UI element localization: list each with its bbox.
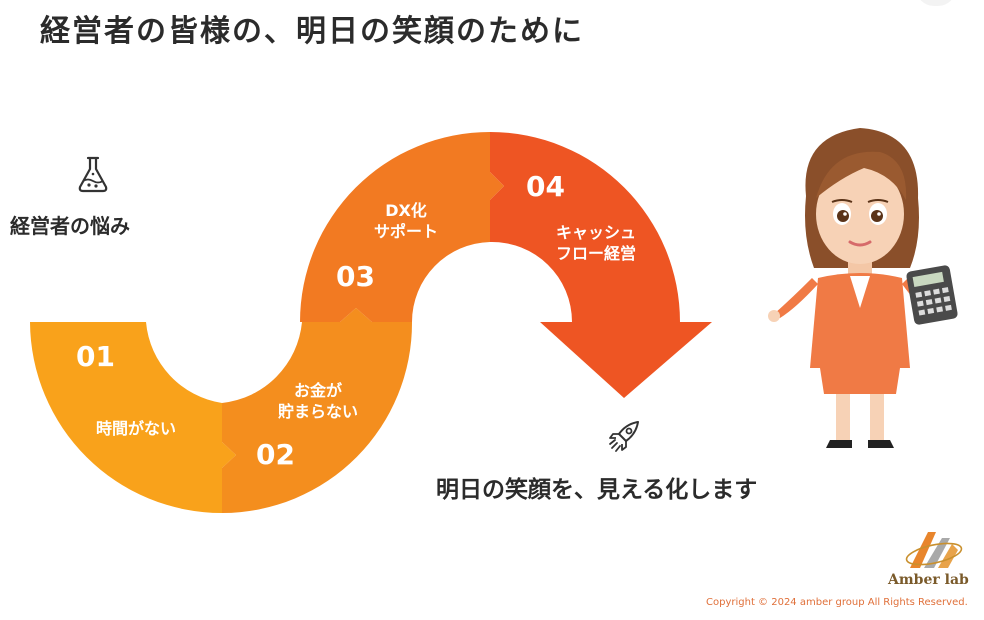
step-04-number: 04 [526, 170, 565, 203]
goal-text: 明日の笑顔を、見える化します [436, 477, 758, 503]
step-04-label: キャッシュ フロー経営 [556, 222, 636, 264]
segment-04 [490, 132, 712, 398]
step-02-line-2: 貯まらない [278, 402, 359, 421]
amber-lab-logo-icon [905, 532, 963, 568]
rocket-icon [609, 421, 639, 452]
segment-03 [300, 132, 504, 322]
step-04-line-1: キャッシュ [556, 223, 637, 242]
corner-decoration [916, 0, 956, 6]
step-02-line-1: お金が [294, 381, 343, 400]
step-03-line-2: サポート [374, 222, 439, 241]
segment-02 [222, 308, 413, 513]
amber-lab-logo-text: Amber lab [888, 572, 969, 588]
step-03-number: 03 [336, 260, 375, 293]
step-04-line-2: フロー経営 [556, 244, 637, 263]
step-01-number: 01 [76, 340, 115, 373]
step-03-line-1: DX化 [385, 201, 427, 220]
step-03-label: DX化 サポート [374, 200, 438, 242]
page-title: 経営者の皆様の、明日の笑顔のために [40, 14, 584, 49]
businesswoman-illustration [768, 128, 958, 448]
segment-01 [30, 322, 236, 513]
step-02-label: お金が 貯まらない [278, 380, 358, 422]
step-01-label: 時間がない [96, 418, 176, 439]
worry-label: 経営者の悩み [10, 214, 130, 238]
step-01-line-1: 時間がない [96, 419, 177, 438]
flask-icon [78, 156, 108, 193]
copyright-text: Copyright © 2024 amber group All Rights … [706, 597, 968, 608]
step-02-number: 02 [256, 438, 295, 471]
